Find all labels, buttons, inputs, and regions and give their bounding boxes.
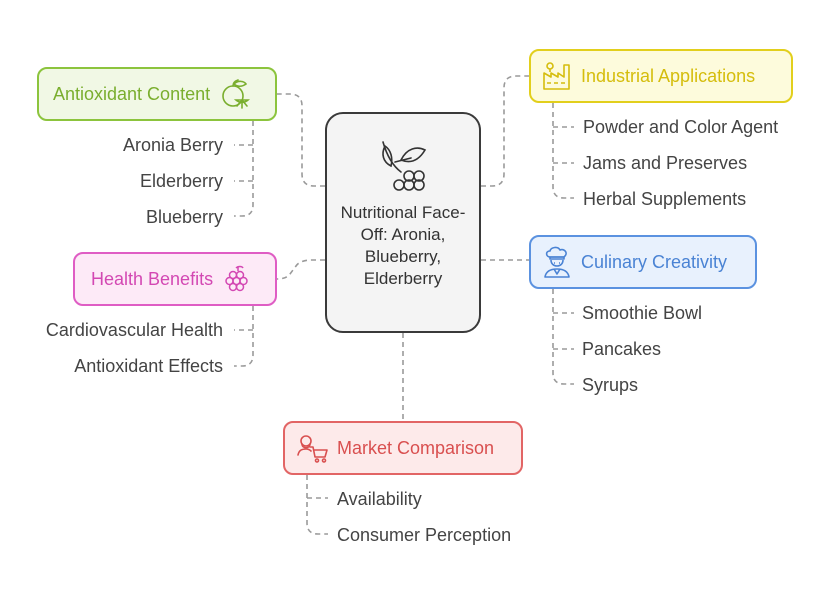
leaf-antioxidant-effects: Antioxidant Effects bbox=[74, 356, 223, 376]
leaf-blueberry: Blueberry bbox=[145, 207, 223, 227]
citrus-icon bbox=[222, 79, 251, 109]
leaf-availability: Availability bbox=[337, 489, 422, 509]
branch-health-benefits[interactable]: Health Benefits bbox=[73, 252, 277, 306]
factory-icon bbox=[543, 62, 570, 90]
raspberry-icon bbox=[225, 265, 248, 292]
leaf-powder-color-agent: Powder and Color Agent bbox=[583, 117, 779, 137]
leaf-smoothie-bowl: Smoothie Bowl bbox=[582, 303, 703, 323]
leaf-cardiovascular-health: Cardiovascular Health bbox=[45, 320, 223, 340]
leaf-jams-preserves: Jams and Preserves bbox=[583, 153, 748, 173]
branch-label: Culinary Creativity bbox=[581, 251, 728, 272]
central-topic-title: Nutritional Face-Off: Aronia, Blueberry,… bbox=[340, 203, 466, 288]
leaf-herbal-supplements: Herbal Supplements bbox=[583, 189, 747, 209]
leaf-aronia-berry: Aronia Berry bbox=[122, 135, 223, 155]
branch-label: Market Comparison bbox=[337, 437, 495, 458]
branch-culinary-creativity[interactable]: Culinary Creativity bbox=[529, 235, 757, 289]
leaf-consumer-perception: Consumer Perception bbox=[337, 525, 512, 545]
branch-label: Industrial Applications bbox=[581, 65, 756, 86]
leaf-elderberry: Elderberry bbox=[139, 171, 223, 191]
branch-market-comparison[interactable]: Market Comparison bbox=[283, 421, 523, 475]
branch-industrial-applications[interactable]: Industrial Applications bbox=[529, 49, 793, 103]
branch-label: Health Benefits bbox=[91, 268, 214, 289]
leaf-pancakes: Pancakes bbox=[582, 339, 662, 359]
central-topic-node[interactable]: Nutritional Face-Off: Aronia, Blueberry,… bbox=[325, 112, 481, 333]
chef-icon bbox=[544, 246, 570, 278]
branch-label: Antioxidant Content bbox=[53, 83, 211, 104]
berry-branch-icon bbox=[382, 141, 427, 191]
shopper-cart-icon bbox=[297, 435, 328, 463]
leaf-syrups: Syrups bbox=[582, 375, 639, 395]
branch-antioxidant-content[interactable]: Antioxidant Content bbox=[37, 67, 277, 121]
